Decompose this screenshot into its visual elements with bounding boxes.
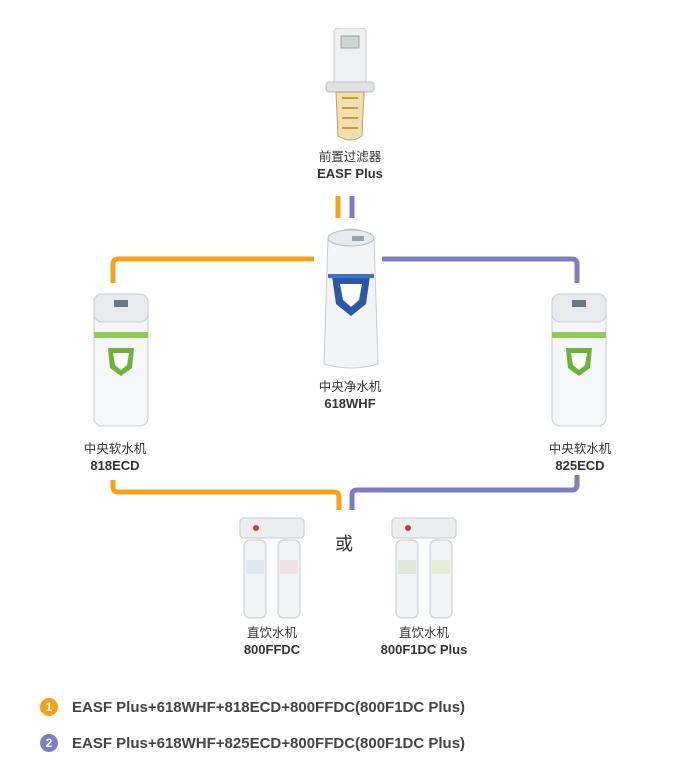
number-badge-1: 1 — [40, 698, 58, 716]
drinking-800ffdc-unit — [239, 517, 305, 619]
combination-1: 1 EASF Plus+618WHF+818ECD+800FFDC(800F1D… — [40, 698, 465, 716]
softener-left-model: 818ECD — [90, 458, 140, 473]
orange-line-to-drinking — [110, 480, 342, 510]
purple-line-to-drinking — [349, 475, 580, 510]
drinking-right-label: 直饮水机 800F1DC Plus — [364, 624, 484, 658]
prefilter-label: 前置过滤器 EASF Plus — [290, 148, 410, 182]
purple-line-to-825ecd — [382, 256, 580, 283]
purifier-name: 中央净水机 — [318, 379, 382, 394]
central-purifier-unit — [323, 228, 379, 369]
drinking-left-name: 直饮水机 — [246, 625, 297, 640]
purifier-label: 中央净水机 618WHF — [290, 378, 410, 412]
drinking-right-name: 直饮水机 — [398, 625, 449, 640]
softener-left-name: 中央软水机 — [83, 441, 147, 456]
softener-right-model: 825ECD — [555, 458, 605, 473]
prefilter-unit — [325, 28, 375, 141]
drinking-800f1dc-plus-unit — [391, 517, 457, 619]
orange-line-to-818ecd — [110, 256, 314, 283]
softener-left-label: 中央软水机 818ECD — [55, 440, 175, 474]
drinking-left-model: 800FFDC — [243, 642, 301, 657]
drinking-left-label: 直饮水机 800FFDC — [212, 624, 332, 658]
softener-818ecd-unit — [93, 293, 149, 427]
prefilter-name: 前置过滤器 — [318, 149, 382, 164]
softener-825ecd-unit — [551, 293, 607, 427]
purifier-model: 618WHF — [324, 396, 376, 411]
number-badge-2: 2 — [40, 734, 58, 752]
combination-2: 2 EASF Plus+618WHF+825ECD+800FFDC(800F1D… — [40, 734, 465, 752]
softener-right-label: 中央软水机 825ECD — [520, 440, 640, 474]
combination-1-text: EASF Plus+618WHF+818ECD+800FFDC(800F1DC … — [72, 698, 466, 716]
softener-right-name: 中央软水机 — [548, 441, 612, 456]
drinking-right-model: 800F1DC Plus — [380, 642, 468, 657]
combination-2-text: EASF Plus+618WHF+825ECD+800FFDC(800F1DC … — [72, 734, 466, 752]
prefilter-model: EASF Plus — [317, 166, 383, 181]
or-text: 或 — [335, 534, 353, 555]
